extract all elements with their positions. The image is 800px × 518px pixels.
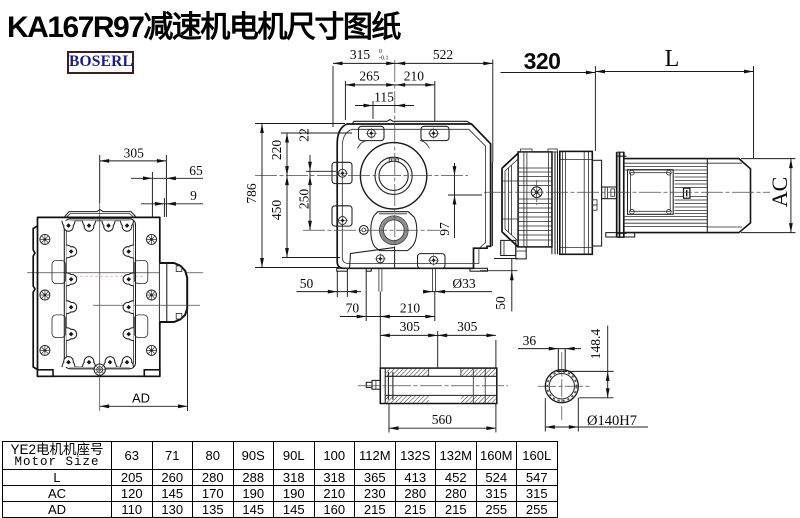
svg-text:Ø140H7: Ø140H7 (587, 413, 637, 429)
svg-text:9: 9 (190, 188, 197, 203)
svg-text:305: 305 (124, 146, 145, 161)
svg-text:115: 115 (374, 90, 394, 105)
svg-text:AD: AD (132, 391, 150, 406)
svg-text:97: 97 (437, 222, 452, 236)
svg-text:522: 522 (433, 47, 453, 62)
svg-text:-0.1: -0.1 (379, 56, 389, 62)
svg-text:560: 560 (432, 412, 453, 427)
svg-text:786: 786 (244, 183, 259, 204)
svg-text:50: 50 (493, 296, 508, 310)
svg-text:305: 305 (400, 319, 421, 334)
svg-text:210: 210 (404, 69, 425, 84)
svg-text:305: 305 (457, 319, 478, 334)
svg-text:0: 0 (379, 49, 382, 55)
svg-text:36: 36 (523, 333, 537, 348)
svg-text:320: 320 (524, 48, 561, 74)
svg-text:22: 22 (297, 128, 312, 142)
svg-text:315: 315 (350, 47, 371, 62)
svg-text:Ø33: Ø33 (452, 276, 475, 291)
svg-text:148.4: 148.4 (588, 329, 603, 360)
svg-text:220: 220 (269, 140, 284, 161)
svg-text:70: 70 (346, 301, 360, 316)
svg-text:265: 265 (359, 69, 380, 84)
svg-text:65: 65 (189, 163, 203, 178)
svg-text:450: 450 (269, 200, 284, 221)
svg-text:50: 50 (300, 276, 314, 291)
svg-text:250: 250 (297, 189, 312, 210)
svg-text:210: 210 (400, 301, 421, 316)
svg-text:L: L (665, 46, 680, 72)
svg-text:AC: AC (767, 177, 792, 208)
